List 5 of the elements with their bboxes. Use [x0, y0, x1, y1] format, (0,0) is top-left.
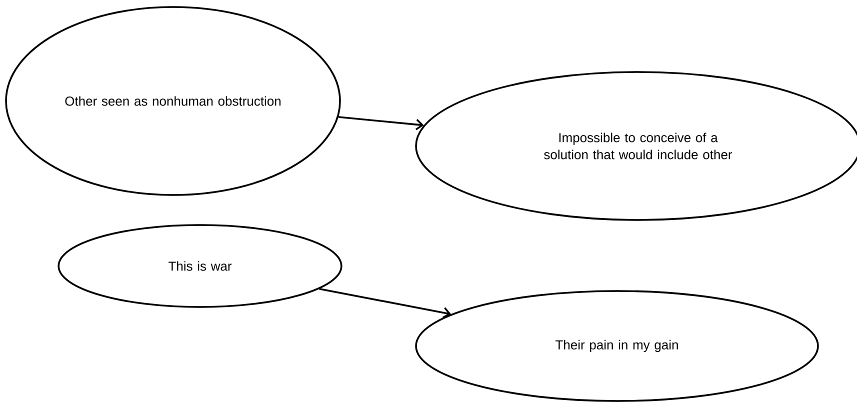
arrow — [338, 116, 424, 130]
ellipse-node: Other seen as nonhuman obstruction — [5, 6, 341, 196]
arrow — [319, 288, 452, 318]
ellipse-node: Their pain in my gain — [415, 290, 819, 402]
ellipse-node: This is war — [58, 224, 342, 308]
